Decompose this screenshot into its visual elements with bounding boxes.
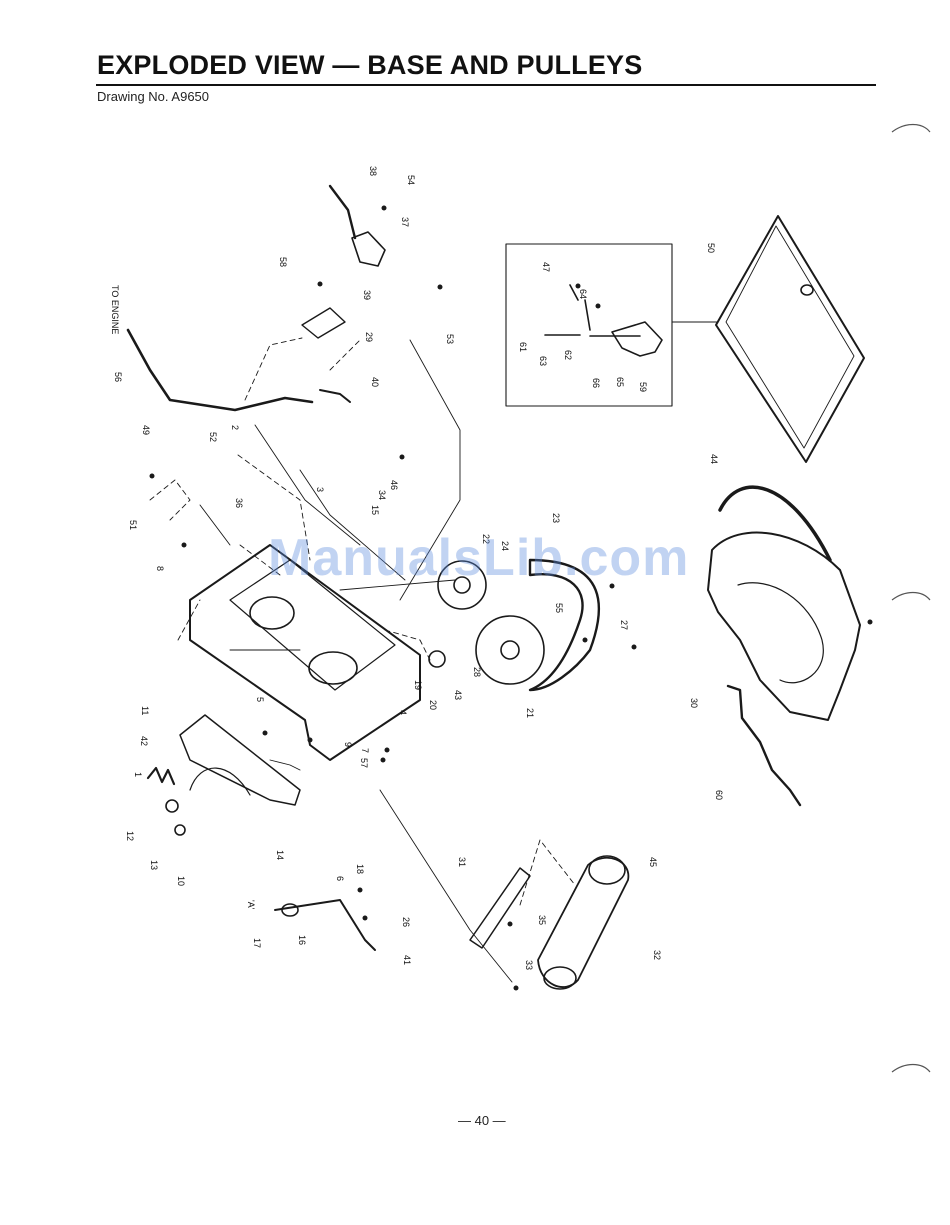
part-label: 38	[368, 166, 378, 176]
part-label: 63	[538, 356, 548, 366]
part-label: 5	[255, 697, 265, 702]
part-label: 40	[370, 377, 380, 387]
part-label: 34	[377, 490, 387, 500]
part-label: 58	[278, 257, 288, 267]
part-label: 28	[472, 667, 482, 677]
part-label: 41	[402, 955, 412, 965]
part-label: 57	[359, 758, 369, 768]
part-label: 65	[615, 377, 625, 387]
part-label: 59	[638, 382, 648, 392]
part-label: 2	[230, 425, 240, 430]
part-label: 39	[362, 290, 372, 300]
part-label: 30	[689, 698, 699, 708]
part-label: 3	[315, 487, 325, 492]
part-label: 54	[406, 175, 416, 185]
page-number: — 40 —	[458, 1113, 506, 1128]
part-label: 8	[155, 566, 165, 571]
bracket-60	[728, 686, 800, 805]
part-label: 6	[335, 876, 345, 881]
part-label: 17	[252, 938, 262, 948]
part-label: 10	[176, 876, 186, 886]
part-label: 62	[563, 350, 573, 360]
muffler-32	[538, 858, 628, 987]
part-label: 55	[554, 603, 564, 613]
part-label: 49	[141, 425, 151, 435]
part-label: 53	[445, 334, 455, 344]
part-label: 31	[457, 857, 467, 867]
part-label: 46	[389, 480, 399, 490]
part-label: 37	[400, 217, 410, 227]
part-label: 50	[706, 243, 716, 253]
part-label: 44	[709, 454, 719, 464]
part-label: 60	[714, 790, 724, 800]
part-label: 51	[128, 520, 138, 530]
rod-16	[275, 900, 375, 950]
part-label: 12	[125, 831, 135, 841]
part-label: 42	[139, 736, 149, 746]
spring-12	[148, 768, 174, 784]
motor-bracket	[352, 232, 385, 266]
part-label: 11	[140, 706, 150, 715]
part-label: 29	[364, 332, 374, 342]
part-label: 13	[149, 860, 159, 870]
part-label: 19	[413, 680, 423, 690]
part-label: 26	[401, 917, 411, 927]
part-label: 56	[113, 372, 123, 382]
belt-guard	[708, 533, 860, 720]
part-label: 21	[525, 708, 535, 718]
part-label: 20	[428, 700, 438, 710]
part-label: 27	[619, 620, 629, 630]
part-label: 18	[355, 864, 365, 874]
part-label: 64	[578, 289, 588, 299]
part-label: 35	[537, 915, 547, 925]
part-label: 1	[133, 772, 143, 777]
part-label: 14	[275, 850, 285, 860]
part-label: 4	[398, 710, 408, 715]
punch-mark	[892, 593, 930, 601]
part-label: 61	[518, 342, 528, 352]
part-label: 23	[551, 513, 561, 523]
inset-bracket	[612, 322, 662, 356]
watermark: ManualsLib.com	[268, 528, 689, 588]
part-label: 32	[652, 950, 662, 960]
bracket-14	[180, 715, 300, 805]
pulley-21	[476, 616, 544, 684]
part-label: 9	[343, 742, 353, 747]
part-label: 47	[541, 262, 551, 272]
punch-mark	[892, 125, 930, 133]
part-label: 66	[591, 378, 601, 388]
part-label: 52	[208, 432, 218, 442]
callout-label: TO ENGINE	[110, 285, 120, 334]
part-label: 16	[297, 935, 307, 945]
part-label: 36	[234, 498, 244, 508]
part-label: 33	[524, 960, 534, 970]
part-label: 45	[648, 857, 658, 867]
muffler-bracket	[470, 868, 530, 948]
punch-mark	[892, 1065, 930, 1073]
callout-label: 'A'	[246, 900, 256, 910]
part-label: 15	[370, 505, 380, 515]
part-label: 7	[360, 748, 370, 753]
part-label: 43	[453, 690, 463, 700]
